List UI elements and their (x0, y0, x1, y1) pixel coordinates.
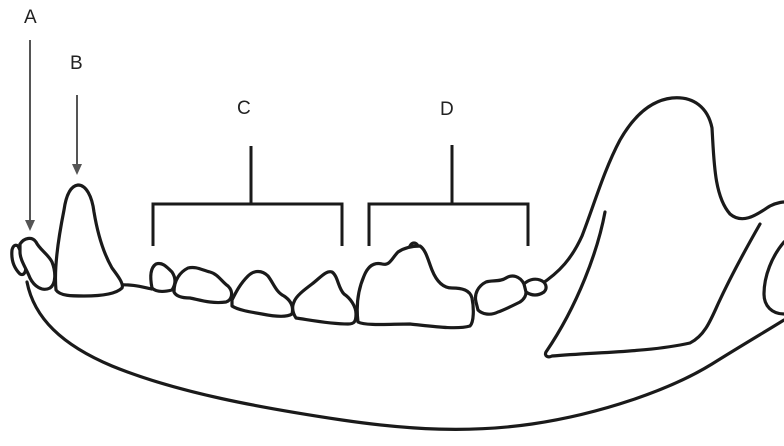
small-molar-tooth (524, 279, 546, 295)
ramus-fossa-outline (545, 212, 760, 357)
label-b: B (70, 53, 83, 74)
premolar-tooth-2 (174, 267, 232, 302)
molar-tooth (475, 276, 526, 314)
arrow-b-head (72, 164, 82, 175)
canine-tooth (55, 185, 122, 296)
premolar-tooth-1 (151, 263, 175, 291)
ramus-outline (540, 98, 784, 285)
incisor-tooth (20, 238, 55, 289)
bracket-d (369, 145, 528, 246)
label-c: C (237, 98, 251, 119)
condyle-outline (764, 242, 784, 314)
label-d: D (440, 99, 454, 120)
bracket-c (153, 146, 342, 246)
premolar-tooth-4 (293, 272, 356, 324)
arrow-a-head (25, 220, 35, 231)
label-a: A (24, 7, 37, 28)
carnassial-molar (357, 246, 473, 328)
premolar-tooth-3 (232, 272, 293, 317)
